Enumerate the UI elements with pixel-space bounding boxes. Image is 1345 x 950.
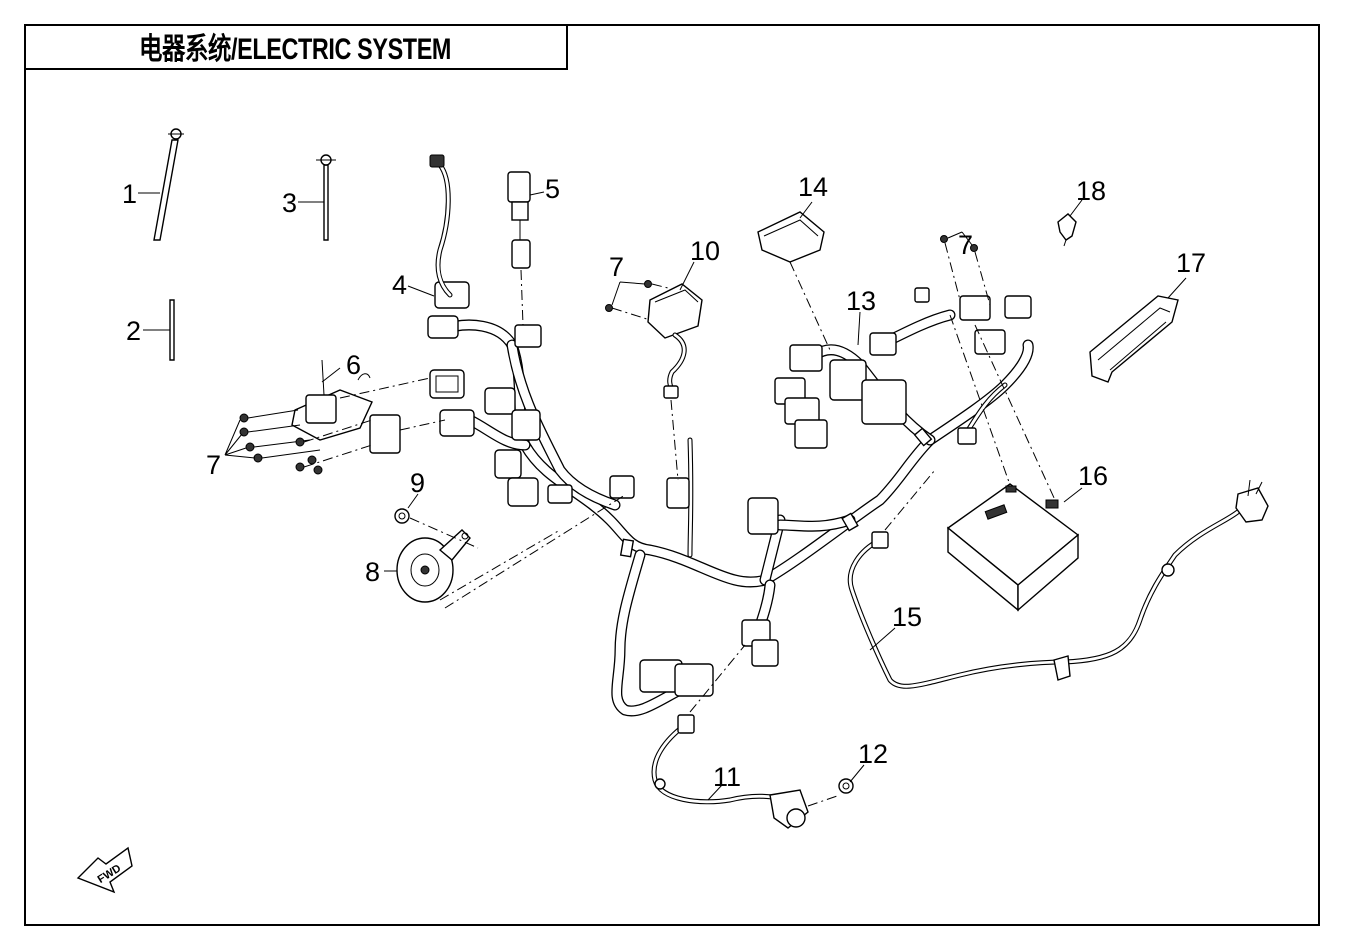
harness-clip [1057,213,1077,247]
callout-4: 4 [392,270,407,300]
harness-connectors-left [427,281,977,697]
flange-nut [394,508,479,549]
callout-10: 10 [690,236,720,266]
callout-numbers: 1 2 3 4 5 6 7 7 7 8 9 10 11 12 13 14 15 … [122,172,1206,792]
extension-harness [847,469,1269,689]
title-block: 电器系统/ELECTRIC SYSTEM [24,24,568,70]
forward-direction-arrow: FWD [76,846,133,894]
bolts-near-ecu [605,280,669,321]
cable-tie-short [169,299,175,361]
callout-9: 9 [410,468,425,498]
relay-bracket [291,359,446,454]
callout-13: 13 [846,286,876,316]
callout-16: 16 [1078,461,1108,491]
callout-18: 18 [1076,176,1106,206]
callout-7-left: 7 [206,450,221,480]
main-wiring-harness [434,309,1034,717]
callout-8: 8 [365,557,380,587]
callout-14: 14 [798,172,828,202]
callout-7-middle: 7 [609,252,624,282]
cable-tie-long [153,128,184,241]
control-module [647,283,703,481]
callout-2: 2 [126,316,141,346]
bolts-group-left [224,409,373,475]
battery-strap [1089,295,1179,383]
callout-leaders [138,191,1187,801]
bolts-near-relays [940,231,991,306]
relay-cover [757,211,831,351]
sensor-bolt [838,778,854,794]
callout-6: 6 [346,350,361,380]
callout-1: 1 [122,179,137,209]
callout-11: 11 [713,762,741,792]
callout-5: 5 [545,174,560,204]
callout-15: 15 [892,602,922,632]
page-title: 电器系统/ELECTRIC SYSTEM [138,33,452,66]
callout-17: 17 [1176,248,1206,278]
drawing-frame [24,24,1320,926]
callout-7-right: 7 [958,230,973,260]
cable-tie-medium [316,154,336,241]
battery [946,314,1080,612]
callout-12: 12 [858,739,888,769]
connector-plug [507,171,531,326]
callout-3: 3 [282,188,297,218]
sub-harness-wire [429,154,453,298]
horn [396,494,626,609]
relay-connector-cluster [774,287,1032,449]
speed-sensor [651,644,841,829]
